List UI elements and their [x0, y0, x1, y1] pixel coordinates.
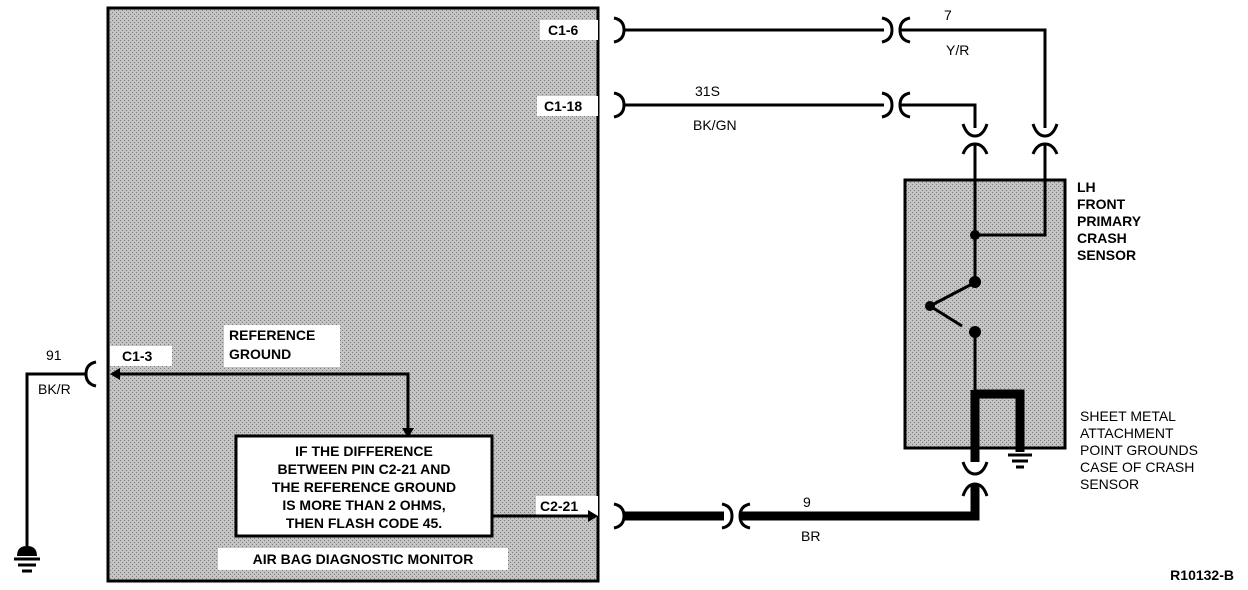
- connector-yr-inline-male: [881, 16, 894, 44]
- connector-br-inline-male: [721, 502, 734, 530]
- ground-note-line: POINT GROUNDS: [1080, 442, 1198, 458]
- ground-note-line: SHEET METAL: [1080, 408, 1176, 424]
- sensor-case-ground-strap: [970, 389, 1025, 462]
- connector-bkgn-inline-male: [881, 91, 894, 119]
- reference-ground-label-line2: GROUND: [229, 346, 291, 362]
- ground-note-line: CASE OF CRASH: [1080, 459, 1194, 475]
- sensor-label-line: CRASH: [1077, 230, 1127, 246]
- circuit-7-label: 7: [944, 7, 952, 23]
- sensor-connector-yr-upper: [1031, 123, 1059, 138]
- figure-id: R10132-B: [1170, 567, 1234, 583]
- wire-bkr: [25, 372, 86, 546]
- sensor-switch-arm: [929, 282, 973, 308]
- note-line: THE REFERENCE GROUND: [272, 479, 456, 495]
- note-line: BETWEEN PIN C2-21 AND: [278, 461, 451, 477]
- sensor-connector-br-upper: [961, 461, 989, 476]
- note-line: IS MORE THAN 2 OHMS,: [282, 497, 445, 513]
- ground-note-line: ATTACHMENT: [1080, 425, 1174, 441]
- connector-c1-3: [84, 360, 97, 388]
- sensor-contact-upper: [970, 230, 980, 240]
- connector-c1-6-monitor: [613, 16, 626, 44]
- c1-3-arrow: [110, 368, 120, 380]
- connector-c1-18-monitor: [613, 91, 626, 119]
- circuit-9-label: 9: [803, 494, 811, 510]
- crash-sensor-box: [903, 178, 1067, 450]
- wire-color-yr-label: Y/R: [946, 42, 969, 58]
- sensor-connector-bkgn-upper: [961, 123, 989, 138]
- pin-c1-6-label: C1-6: [548, 22, 579, 38]
- ground-note-line: SENSOR: [1080, 476, 1139, 492]
- wire-bkgn-continued: [900, 103, 977, 128]
- circuit-91-label: 91: [46, 347, 62, 363]
- wire-color-bkr-label: BK/R: [38, 381, 71, 397]
- wire-color-bkgn-label: BK/GN: [693, 117, 737, 133]
- wire-br-continued: [740, 484, 980, 521]
- sensor-label-line: PRIMARY: [1077, 213, 1142, 229]
- circuit-31s-label: 31S: [695, 83, 720, 99]
- chassis-ground-icon: [14, 546, 40, 573]
- reference-ground-label-line1: REFERENCE: [229, 327, 315, 343]
- wire-yr-continued: [900, 28, 1047, 128]
- note-box: [234, 434, 494, 538]
- note-line: THEN FLASH CODE 45.: [286, 515, 442, 531]
- connector-c2-21-monitor: [613, 502, 626, 530]
- wire-color-br-label: BR: [801, 528, 820, 544]
- sensor-ground-icon: [1008, 453, 1032, 469]
- sensor-internal-wire-bridge: [975, 180, 1047, 237]
- monitor-title: AIR BAG DIAGNOSTIC MONITOR: [253, 551, 474, 567]
- c2-21-arrow: [588, 510, 598, 522]
- reference-ground-wire: [112, 372, 410, 436]
- sensor-switch-arm-open: [929, 304, 963, 328]
- pin-c2-21-label: C2-21: [540, 498, 578, 514]
- sensor-label-line: FRONT: [1077, 196, 1126, 212]
- sensor-label-line: LH: [1077, 179, 1096, 195]
- pin-c1-3-label: C1-3: [122, 348, 153, 364]
- reference-ground-arrow: [402, 428, 414, 438]
- pin-c1-18-label: C1-18: [544, 98, 582, 114]
- note-line: IF THE DIFFERENCE: [295, 443, 433, 459]
- sensor-label-line: SENSOR: [1077, 247, 1136, 263]
